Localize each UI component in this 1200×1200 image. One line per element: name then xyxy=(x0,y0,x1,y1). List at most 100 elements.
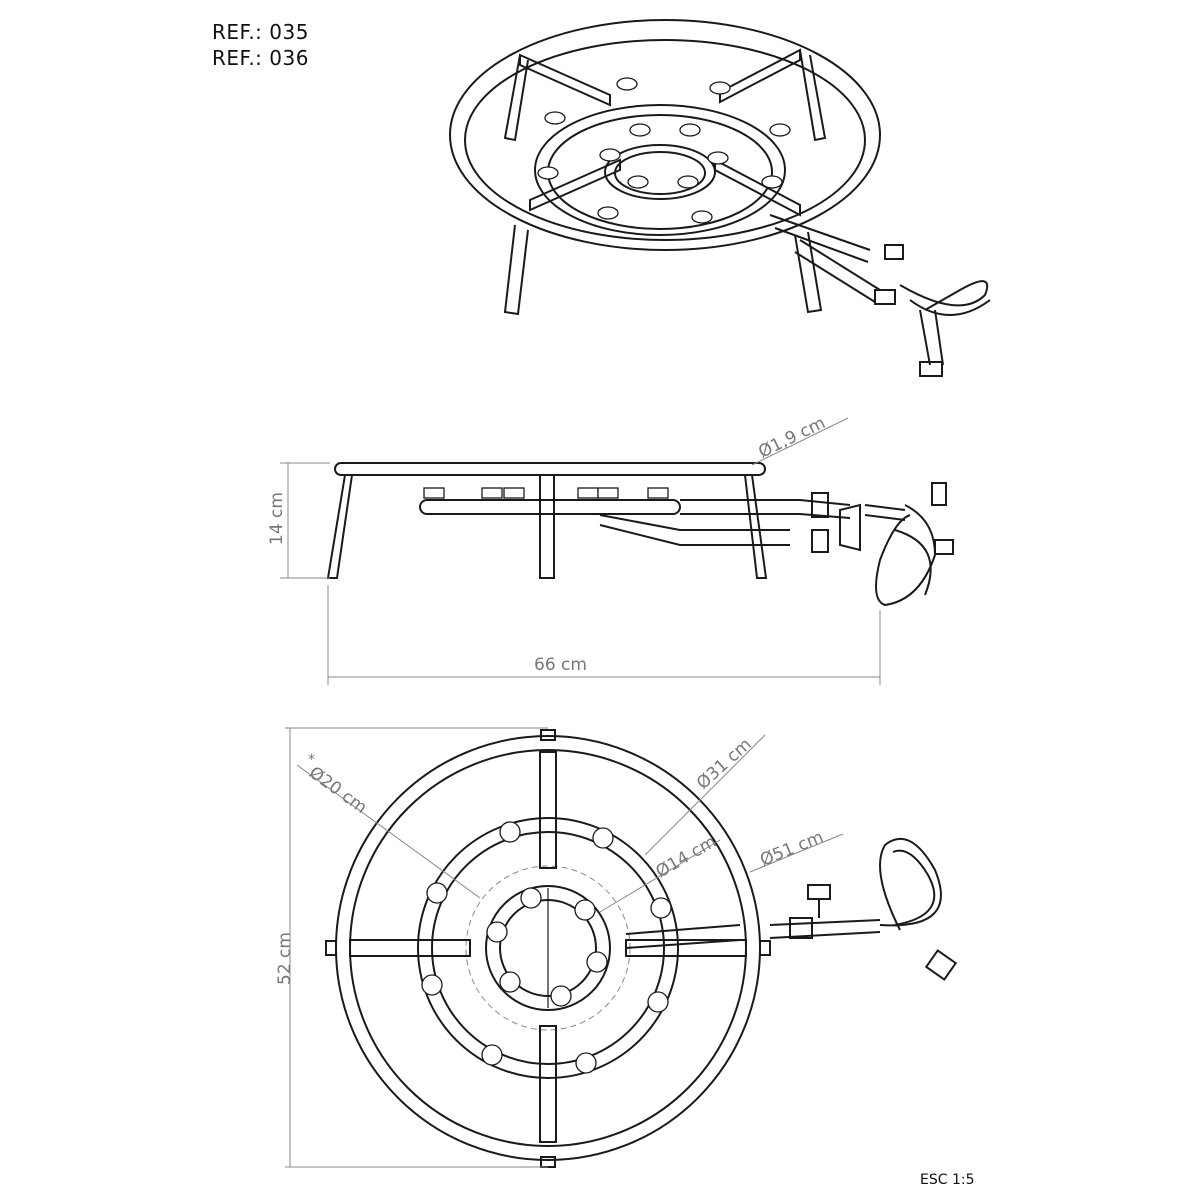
top-hose xyxy=(879,837,942,931)
scale-label: ESC 1:5 xyxy=(920,1172,975,1188)
iso-arm-back-left xyxy=(519,53,611,107)
side-leg-left xyxy=(326,474,353,579)
side-nozzle xyxy=(503,487,525,499)
side-nozzle xyxy=(481,487,503,499)
top-inner-ring-marker: * xyxy=(308,752,315,768)
top-inner-ring-diameter-label: Ø20 cm xyxy=(305,763,370,818)
top-nozzle xyxy=(650,897,672,919)
side-leg-right xyxy=(744,474,768,579)
top-inner-ring xyxy=(485,885,611,1011)
top-nozzle xyxy=(592,827,614,849)
iso-inner-ring xyxy=(604,144,716,200)
side-top-rim xyxy=(334,462,766,476)
side-feed-pipe xyxy=(599,514,790,546)
isometric-view xyxy=(449,19,991,377)
top-outer-ring-leader xyxy=(749,833,844,873)
top-regulator xyxy=(924,949,958,981)
top-center-diameter-label: Ø14 cm xyxy=(653,832,720,882)
top-nozzle xyxy=(520,887,542,909)
top-middle-ring-inner xyxy=(431,831,665,1065)
side-height-label: 14 cm xyxy=(267,492,287,545)
side-regulator xyxy=(931,482,947,506)
top-nozzle xyxy=(486,921,508,943)
side-view: Ø1,9 cm 14 cm 66 cm xyxy=(267,413,954,685)
iso-nozzle xyxy=(709,81,731,95)
side-pipe-diameter-label: Ø1,9 cm xyxy=(755,413,828,462)
side-regulator-knob xyxy=(934,539,954,555)
iso-arm-front-left xyxy=(529,158,621,212)
iso-gas-pipe-lower xyxy=(794,239,881,303)
iso-leg-front-left xyxy=(503,224,529,316)
iso-leg-front-right xyxy=(794,231,823,314)
top-depth-label: 52 cm xyxy=(275,932,295,985)
iso-regulator-stem xyxy=(919,309,944,366)
top-nozzle xyxy=(499,971,521,993)
top-middle-ring xyxy=(417,817,679,1079)
top-outer-ring-diameter-label: Ø51 cm xyxy=(757,827,826,870)
top-gas-pipe xyxy=(769,919,881,939)
iso-nozzle xyxy=(677,175,699,189)
side-nozzle xyxy=(597,487,619,499)
side-width-label: 66 cm xyxy=(534,655,587,675)
top-hose-inner xyxy=(892,849,936,926)
side-height-dimension xyxy=(280,462,330,579)
side-nozzle xyxy=(423,487,445,499)
iso-leg-back-left xyxy=(503,54,529,142)
side-hose xyxy=(875,504,937,607)
top-clip-west xyxy=(325,940,337,956)
top-arm-north xyxy=(539,751,557,869)
iso-nozzle xyxy=(707,151,729,165)
iso-nozzle xyxy=(597,206,619,220)
iso-nozzle xyxy=(616,77,638,91)
side-width-dimension xyxy=(327,585,881,685)
iso-nozzle xyxy=(544,111,566,125)
side-manifold xyxy=(839,503,861,552)
iso-outer-rim-inner xyxy=(464,39,866,241)
top-depth-dimension xyxy=(285,727,548,1168)
top-inner-ring-leader xyxy=(296,764,481,899)
iso-valve-knob-2 xyxy=(874,289,896,305)
side-nozzle xyxy=(577,487,599,499)
top-nozzle xyxy=(481,1044,503,1066)
iso-nozzle xyxy=(769,123,791,137)
side-hose-connector xyxy=(864,504,906,521)
top-feed-pipe xyxy=(625,924,741,949)
iso-nozzle xyxy=(627,175,649,189)
top-center-leader xyxy=(599,839,721,913)
iso-arm-back-right xyxy=(719,48,801,104)
top-valve-knob xyxy=(807,884,831,900)
side-main-pipe xyxy=(680,499,851,519)
ref-code-2: REF.: 036 xyxy=(212,46,309,70)
iso-leg-back-right xyxy=(799,49,827,142)
top-nozzle xyxy=(575,1052,597,1074)
iso-valve-knob-1 xyxy=(884,244,904,260)
top-arm-west xyxy=(349,939,471,957)
top-clip-north xyxy=(540,729,556,741)
side-hose-inner xyxy=(894,529,932,596)
iso-outer-rim xyxy=(449,19,881,251)
top-arm-south xyxy=(539,1025,557,1143)
iso-gas-pipe-upper xyxy=(769,214,871,263)
top-nozzle xyxy=(550,985,572,1007)
iso-hose xyxy=(899,280,991,316)
iso-nozzle xyxy=(691,210,713,224)
top-middle-ring-diameter-label: Ø31 cm xyxy=(693,734,756,793)
ref-code-1: REF.: 035 xyxy=(212,20,309,44)
top-valve xyxy=(789,917,813,939)
top-clip-south xyxy=(540,1156,556,1168)
side-diameter-leader xyxy=(751,417,849,466)
top-nozzle xyxy=(574,899,596,921)
iso-nozzle xyxy=(537,166,559,180)
side-leg-center xyxy=(539,474,555,579)
top-view: 52 cm Ø20 cm * Ø31 cm Ø14 cm Ø51 cm xyxy=(275,727,958,1168)
side-valve-1 xyxy=(811,492,829,518)
top-nozzle xyxy=(421,974,443,996)
iso-arm-front-right xyxy=(714,158,801,217)
side-valve-2 xyxy=(811,529,829,553)
side-nozzle xyxy=(647,487,669,499)
iso-nozzle xyxy=(629,123,651,137)
iso-nozzle xyxy=(761,175,783,189)
top-nozzle xyxy=(426,882,448,904)
top-arm-east xyxy=(625,939,747,957)
